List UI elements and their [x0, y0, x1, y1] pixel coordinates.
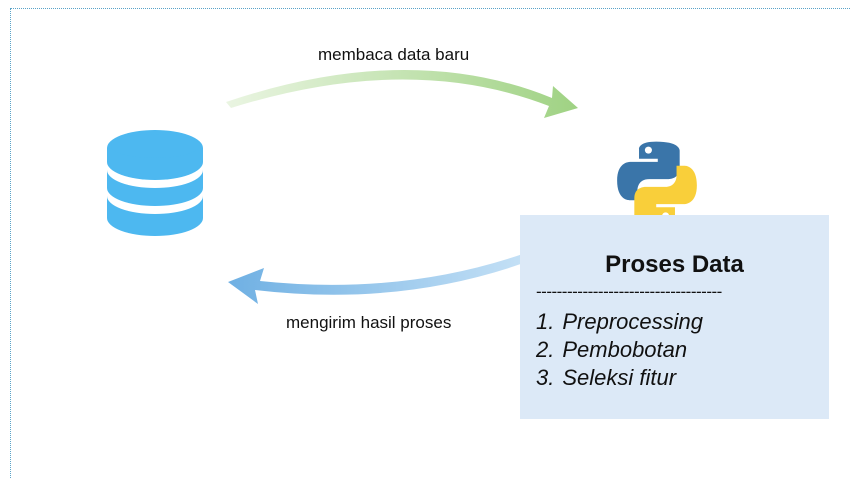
process-step-number: 2. — [536, 337, 555, 362]
diagram-frame — [10, 8, 851, 478]
diagram-canvas: membaca data baru mengirim hasil proses … — [10, 8, 851, 478]
process-step-label: Seleksi fitur — [562, 365, 677, 390]
send-edge-label: mengirim hasil proses — [286, 313, 452, 332]
process-step-number: 3. — [536, 365, 555, 390]
process-step: 3. Seleksi fitur — [536, 364, 703, 392]
process-divider: ------------------------------------ — [536, 282, 722, 301]
read-edge-label: membaca data baru — [318, 45, 470, 64]
process-step: 2. Pembobotan — [536, 336, 703, 364]
python-logo-icon — [617, 141, 697, 225]
process-title: Proses Data — [605, 251, 744, 278]
process-step-label: Preprocessing — [562, 309, 703, 334]
process-step-label: Pembobotan — [562, 337, 688, 362]
send-arrow — [228, 226, 596, 304]
database-icon — [107, 130, 203, 236]
process-step: 1. Preprocessing — [536, 308, 703, 336]
process-step-list: 1. Preprocessing 2. Pembobotan 3. Seleksi f… — [536, 308, 703, 392]
process-step-number: 1. — [536, 309, 555, 334]
arrows-layer — [226, 69, 596, 304]
process-box: Proses Data ----------------------------… — [520, 215, 829, 419]
read-arrow — [226, 69, 578, 118]
